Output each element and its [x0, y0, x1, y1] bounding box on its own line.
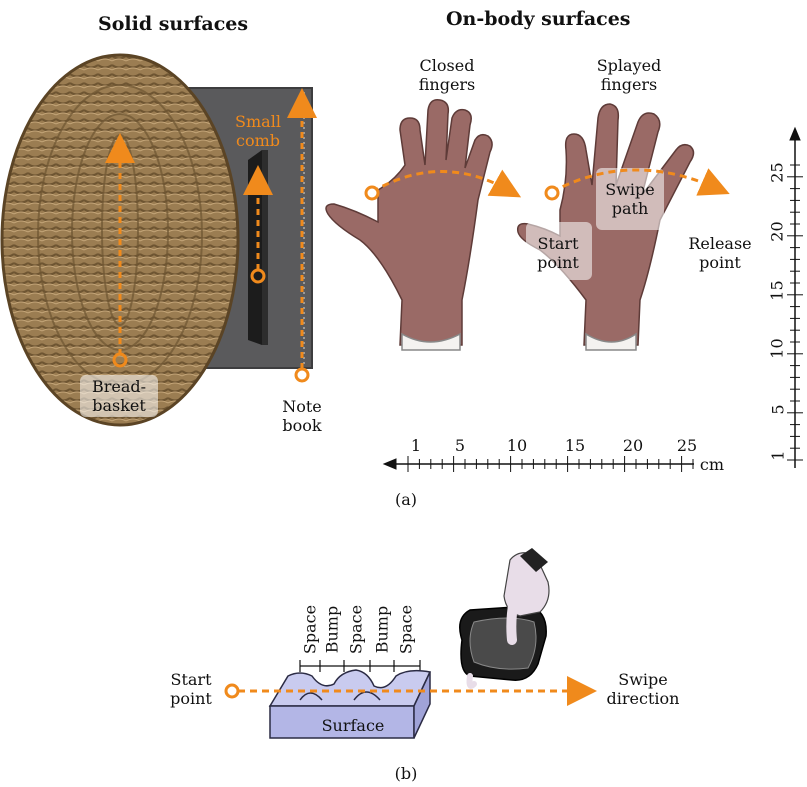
segment-label-space-3: Space [397, 604, 416, 656]
h-ruler-unit: cm [696, 455, 728, 474]
segment-brackets [300, 660, 420, 672]
hand-holding-phone [460, 548, 549, 686]
segment-label-space-2: Space [347, 604, 366, 656]
caption-b: (b) [386, 764, 426, 783]
h-ruler-tick-25: 25 [672, 436, 702, 455]
v-ruler-tick-25: 25 [768, 158, 787, 188]
v-ruler-tick-10: 10 [768, 334, 787, 364]
h-ruler-tick-1: 1 [404, 436, 428, 455]
h-ruler-tick-10: 10 [502, 436, 532, 455]
segment-label-space-1: Space [301, 604, 320, 656]
vertical-ruler [790, 128, 800, 468]
breadbasket-label: Bread-basket [80, 375, 158, 417]
segment-label-bump-2: Bump [373, 604, 392, 656]
h-ruler-tick-20: 20 [618, 436, 648, 455]
panel-b-start-point-marker [226, 685, 238, 697]
caption-a: (a) [386, 490, 426, 509]
segment-label-bump-1: Bump [323, 604, 342, 656]
h-ruler-tick-5: 5 [448, 436, 472, 455]
closed-fingers-hand [326, 100, 492, 350]
surface-label: Surface [318, 716, 388, 735]
v-ruler-tick-1: 1 [769, 444, 788, 468]
v-ruler-tick-15: 15 [768, 276, 787, 306]
v-ruler-tick-20: 20 [768, 217, 787, 247]
h-ruler-tick-15: 15 [560, 436, 590, 455]
v-ruler-tick-5: 5 [769, 398, 788, 422]
